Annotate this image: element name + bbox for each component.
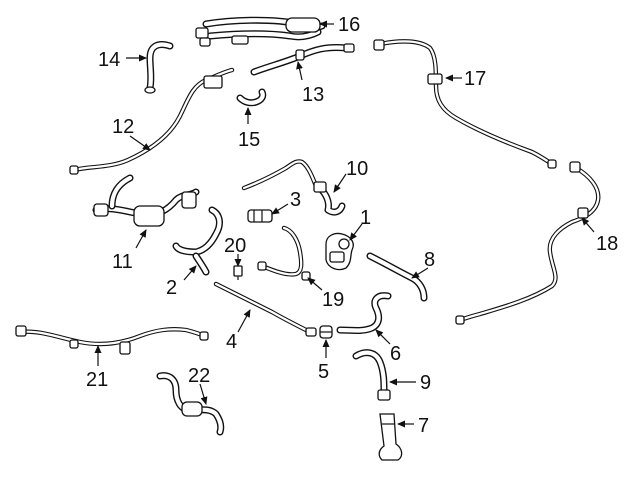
callout-22: 22 bbox=[188, 365, 210, 387]
leader-22 bbox=[199, 383, 208, 405]
callout-12: 12 bbox=[112, 116, 134, 138]
callout-labels: 16 14 13 17 15 12 10 3 1 11 18 20 8 2 19… bbox=[86, 14, 618, 437]
leader-8 bbox=[411, 267, 429, 279]
part-14 bbox=[144, 41, 174, 94]
part-22 bbox=[156, 372, 225, 436]
leader-lines bbox=[94, 20, 595, 428]
leader-13 bbox=[296, 61, 303, 81]
callout-8: 8 bbox=[424, 249, 435, 271]
part-20 bbox=[233, 265, 243, 280]
callout-17: 17 bbox=[464, 68, 486, 90]
leader-12 bbox=[129, 135, 151, 151]
callout-20: 20 bbox=[224, 235, 246, 257]
part-13 bbox=[250, 43, 355, 76]
part-12 bbox=[69, 67, 235, 175]
callout-9: 9 bbox=[420, 372, 431, 394]
leader-1 bbox=[349, 223, 363, 241]
leader-19 bbox=[307, 277, 323, 291]
callout-15: 15 bbox=[238, 129, 260, 151]
callout-13: 13 bbox=[302, 84, 324, 106]
leader-3 bbox=[271, 203, 289, 215]
leader-6 bbox=[375, 329, 391, 345]
part-16 bbox=[195, 16, 326, 47]
part-17 bbox=[373, 39, 557, 169]
leader-11 bbox=[135, 229, 147, 249]
part-3 bbox=[247, 209, 273, 223]
part-6 bbox=[336, 292, 392, 334]
callout-7: 7 bbox=[418, 415, 429, 437]
part-11 bbox=[92, 174, 200, 227]
part-7 bbox=[378, 413, 403, 461]
callout-2: 2 bbox=[166, 277, 177, 299]
part-1 bbox=[325, 232, 354, 271]
callout-6: 6 bbox=[390, 343, 401, 365]
callout-3: 3 bbox=[290, 189, 301, 211]
part-8 bbox=[366, 252, 428, 302]
callout-10: 10 bbox=[346, 158, 368, 180]
callout-1: 1 bbox=[360, 207, 371, 229]
callout-5: 5 bbox=[318, 361, 329, 383]
leader-10 bbox=[333, 173, 347, 193]
callout-18: 18 bbox=[596, 233, 618, 255]
part-4 bbox=[213, 281, 317, 337]
part-19 bbox=[257, 225, 311, 281]
part-9 bbox=[352, 349, 391, 401]
callout-11: 11 bbox=[112, 251, 133, 273]
callout-14: 14 bbox=[98, 49, 120, 71]
leader-2 bbox=[183, 265, 197, 281]
leader-18 bbox=[581, 217, 595, 233]
callout-4: 4 bbox=[226, 331, 237, 353]
part-5 bbox=[319, 325, 333, 339]
callout-21: 21 bbox=[86, 369, 108, 391]
leader-4 bbox=[237, 309, 251, 333]
part-10 bbox=[241, 159, 346, 216]
part-2 bbox=[172, 206, 223, 276]
callout-19: 19 bbox=[322, 289, 344, 311]
callout-16: 16 bbox=[338, 14, 360, 36]
part-15 bbox=[236, 88, 267, 107]
part-18 bbox=[455, 161, 601, 325]
part-21 bbox=[15, 325, 209, 355]
